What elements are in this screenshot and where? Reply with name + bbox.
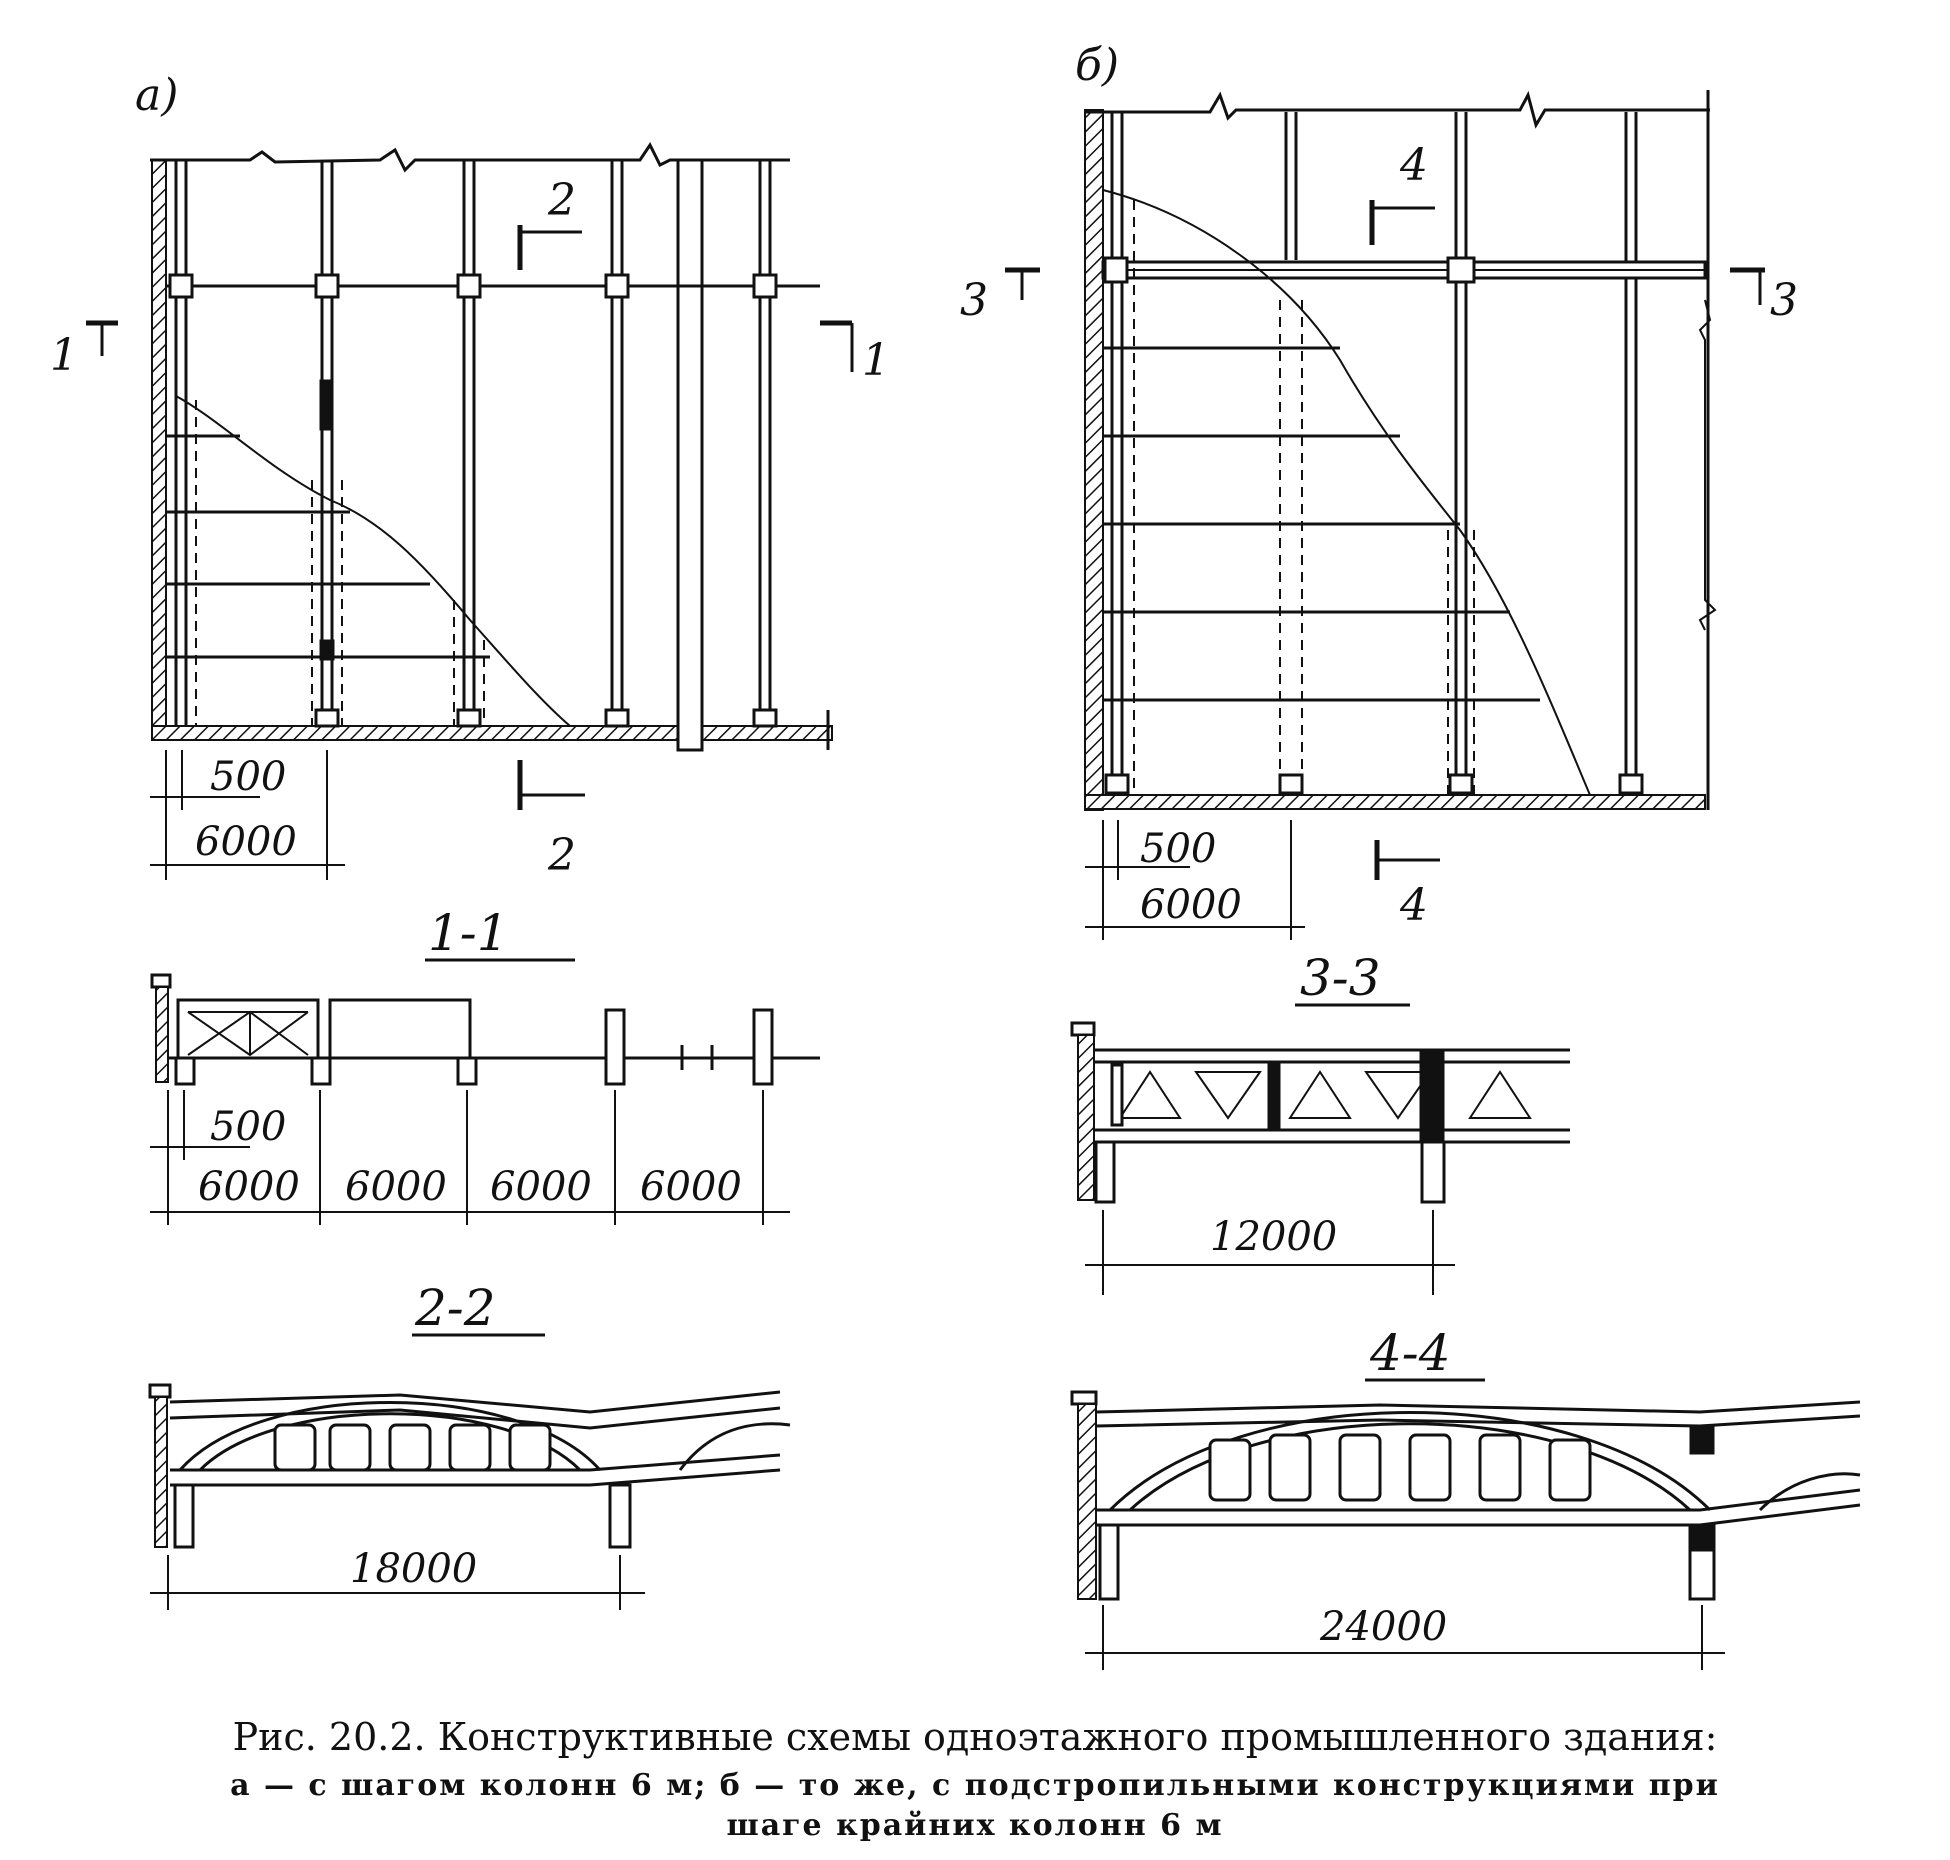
plan-a-break-line xyxy=(175,395,571,727)
section-1-1-title: 1-1 xyxy=(428,904,509,962)
section-4-4-arch xyxy=(1108,1411,1712,1512)
section-4-4-panels xyxy=(1208,1433,1592,1502)
cut-3-marker: 3 3 xyxy=(960,267,1798,326)
section-3-3-title: 3-3 xyxy=(1300,949,1381,1007)
svg-text:18000: 18000 xyxy=(350,1546,477,1592)
svg-text:6000: 6000 xyxy=(195,819,297,865)
svg-text:3: 3 xyxy=(960,275,988,326)
svg-text:1: 1 xyxy=(862,335,890,386)
section-1-1-columns xyxy=(174,1008,774,1086)
section-3-3-dimensions: 12000 xyxy=(1085,1210,1455,1295)
plan-b-dimensions: 500 6000 xyxy=(1085,820,1305,940)
section-4-4-title: 4-4 xyxy=(1369,1324,1451,1382)
section-3-3-truss xyxy=(1118,1070,1532,1120)
section-1-1: 1-1 500 6000 6000 600 xyxy=(150,904,820,1225)
svg-text:500: 500 xyxy=(1140,826,1216,872)
plan-b-break-line xyxy=(1102,189,1591,796)
plan-b-wall-bottom xyxy=(1084,794,1706,810)
figure-caption: Рис. 20.2. Конструктивные схемы одноэтаж… xyxy=(230,1715,1720,1843)
svg-text:500: 500 xyxy=(210,1104,286,1150)
plan-a-brace xyxy=(319,379,333,431)
svg-text:2: 2 xyxy=(547,830,576,881)
cut-1-marker: 1 1 xyxy=(50,320,890,386)
section-4-4: 4-4 24000 xyxy=(1070,1324,1861,1670)
cut-4-marker: 4 4 xyxy=(1369,140,1440,931)
svg-text:4: 4 xyxy=(1399,140,1428,191)
cut-2-marker: 2 2 xyxy=(517,175,585,881)
section-3-3: 3-3 12000 xyxy=(1070,949,1570,1295)
plan-a-wall-left xyxy=(151,159,167,741)
svg-text:500: 500 xyxy=(210,754,286,800)
section-2-2-arch xyxy=(178,1401,602,1471)
svg-text:12000: 12000 xyxy=(1210,1214,1337,1260)
plan-a-dimensions: 500 6000 xyxy=(150,750,345,880)
svg-text:6000: 6000 xyxy=(198,1164,300,1210)
caption-line-1: Рис. 20.2. Конструктивные схемы одноэтаж… xyxy=(233,1715,1718,1759)
svg-text:1: 1 xyxy=(50,330,78,381)
plan-a-top-edge xyxy=(150,142,790,173)
caption-line-3: шаге крайних колонн 6 м xyxy=(726,1808,1223,1843)
plan-b: б) xyxy=(960,40,1798,940)
plan-b-top-edge xyxy=(1085,90,1710,129)
plan-b-label: б) xyxy=(1075,40,1119,91)
section-1-1-dimensions: 500 6000 6000 6000 6000 xyxy=(150,1090,790,1225)
plan-b-columns xyxy=(1110,112,1638,795)
svg-text:6000: 6000 xyxy=(640,1164,742,1210)
svg-text:24000: 24000 xyxy=(1319,1604,1447,1650)
svg-text:6000: 6000 xyxy=(345,1164,447,1210)
section-4-4-dimensions: 24000 xyxy=(1085,1604,1725,1670)
plan-a-columns xyxy=(174,158,772,752)
plan-b-wall-left xyxy=(1084,109,1104,811)
plan-a: а) xyxy=(50,70,890,881)
section-2-2-panels xyxy=(273,1423,552,1472)
svg-text:3: 3 xyxy=(1770,275,1798,326)
plan-a-label: а) xyxy=(135,70,178,121)
section-2-2-dimensions: 18000 xyxy=(150,1546,645,1610)
svg-text:6000: 6000 xyxy=(490,1164,592,1210)
plan-b-roof-beams xyxy=(1103,200,1540,795)
section-2-2-title: 2-2 xyxy=(414,1279,496,1337)
svg-text:4: 4 xyxy=(1399,880,1428,931)
plan-b-column-heads xyxy=(1103,256,1644,795)
plan-a-roof-beams xyxy=(166,400,490,726)
svg-text:6000: 6000 xyxy=(1140,882,1242,928)
plan-a-column-heads xyxy=(168,273,778,728)
plan-a-wall-bottom xyxy=(151,725,833,741)
caption-line-2: а — с шагом колонн 6 м; б — то же, с под… xyxy=(230,1768,1720,1803)
section-2-2: 2-2 18000 xyxy=(148,1279,791,1610)
svg-text:2: 2 xyxy=(547,175,576,226)
